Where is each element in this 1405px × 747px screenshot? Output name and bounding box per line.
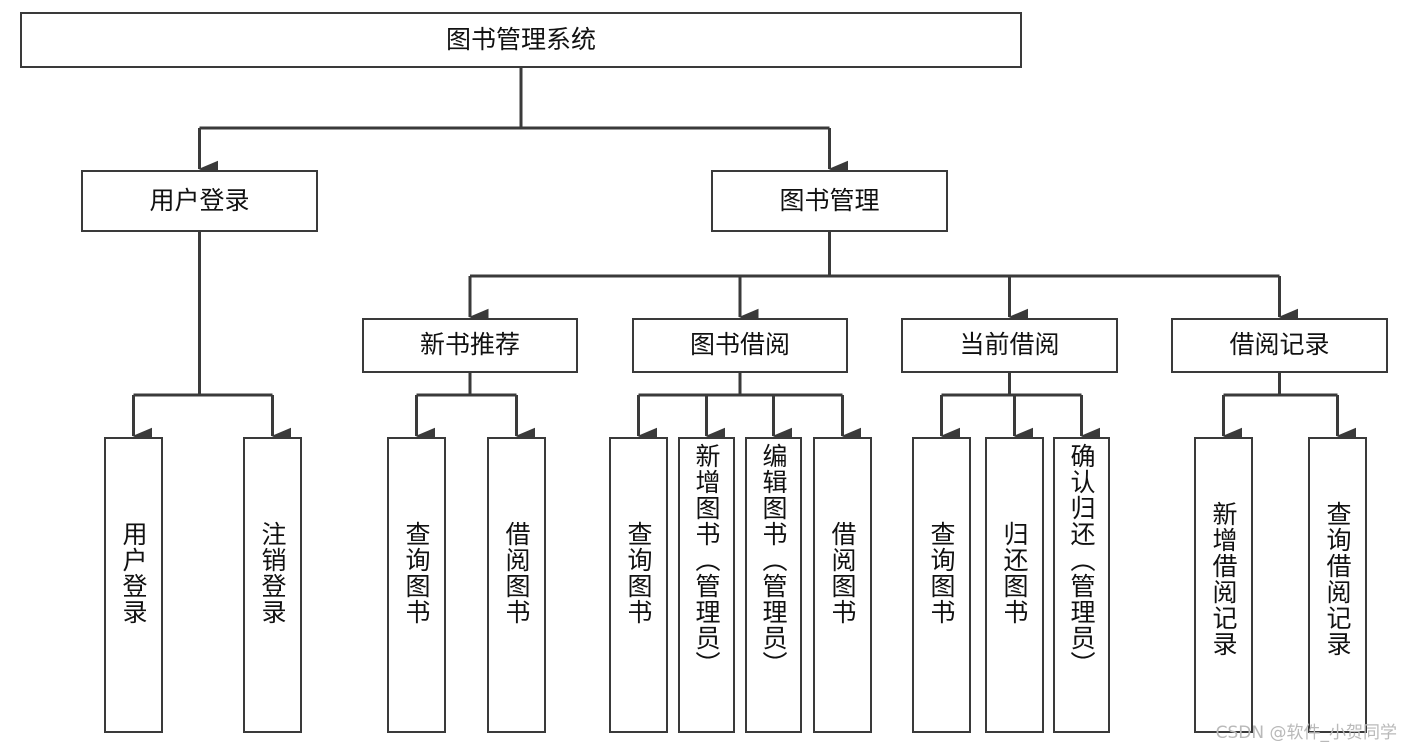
node-borrow-record[interactable]: 借阅记录: [1171, 318, 1388, 373]
node-label-leaf-user-login: 用户登录: [119, 521, 148, 625]
node-label-leaf-user-logout: 注销登录: [258, 521, 287, 625]
node-label-book-manage: 图书管理: [779, 185, 880, 215]
node-label-leaf-query-book-1: 查询图书: [402, 521, 431, 625]
node-leaf-user-logout[interactable]: 注销登录: [243, 437, 302, 733]
node-root[interactable]: 图书管理系统: [20, 12, 1022, 68]
node-label-leaf-query-book-2: 查询图书: [624, 521, 653, 625]
node-label-root: 图书管理系统: [445, 24, 596, 54]
node-label-leaf-query-book-3: 查询图书: [927, 521, 956, 625]
node-leaf-query-book-2[interactable]: 查询图书: [609, 437, 668, 733]
node-book-manage[interactable]: 图书管理: [711, 170, 948, 232]
node-leaf-add-book[interactable]: 新增图书（管理员）: [678, 437, 735, 733]
node-label-borrow-record: 借阅记录: [1229, 330, 1330, 360]
node-label-leaf-borrow-book-1: 借阅图书: [502, 521, 531, 625]
node-label-leaf-return-book: 归还图书: [1000, 521, 1029, 625]
node-label-leaf-borrow-book-2: 借阅图书: [828, 521, 857, 625]
node-leaf-confirm-return[interactable]: 确认归还（管理员）: [1053, 437, 1110, 733]
node-label-new-book-rec: 新书推荐: [419, 330, 520, 360]
node-label-leaf-edit-book: 编辑图书（管理员）: [759, 443, 788, 677]
node-leaf-user-login[interactable]: 用户登录: [104, 437, 163, 733]
node-leaf-edit-book[interactable]: 编辑图书（管理员）: [745, 437, 802, 733]
node-leaf-return-book[interactable]: 归还图书: [985, 437, 1044, 733]
node-label-book-borrow: 图书借阅: [689, 330, 790, 360]
node-leaf-borrow-book-2[interactable]: 借阅图书: [813, 437, 872, 733]
node-current-borrow[interactable]: 当前借阅: [901, 318, 1118, 373]
node-leaf-query-book-1[interactable]: 查询图书: [387, 437, 446, 733]
node-leaf-add-record[interactable]: 新增借阅记录: [1194, 437, 1253, 733]
edge-paths: [132, 68, 1357, 445]
watermark-text: CSDN @软件_小贺同学: [1215, 723, 1397, 743]
node-label-user-login: 用户登录: [149, 185, 250, 215]
node-user-login[interactable]: 用户登录: [81, 170, 318, 232]
node-label-current-borrow: 当前借阅: [959, 330, 1060, 360]
node-book-borrow[interactable]: 图书借阅: [632, 318, 848, 373]
node-new-book-rec[interactable]: 新书推荐: [362, 318, 578, 373]
node-label-leaf-add-record: 新增借阅记录: [1209, 501, 1238, 657]
node-label-leaf-query-record: 查询借阅记录: [1323, 501, 1352, 657]
node-label-leaf-add-book: 新增图书（管理员）: [692, 443, 721, 677]
node-label-leaf-confirm-return: 确认归还（管理员）: [1067, 443, 1096, 677]
node-leaf-query-book-3[interactable]: 查询图书: [912, 437, 971, 733]
node-leaf-borrow-book-1[interactable]: 借阅图书: [487, 437, 546, 733]
node-leaf-query-record[interactable]: 查询借阅记录: [1308, 437, 1367, 733]
